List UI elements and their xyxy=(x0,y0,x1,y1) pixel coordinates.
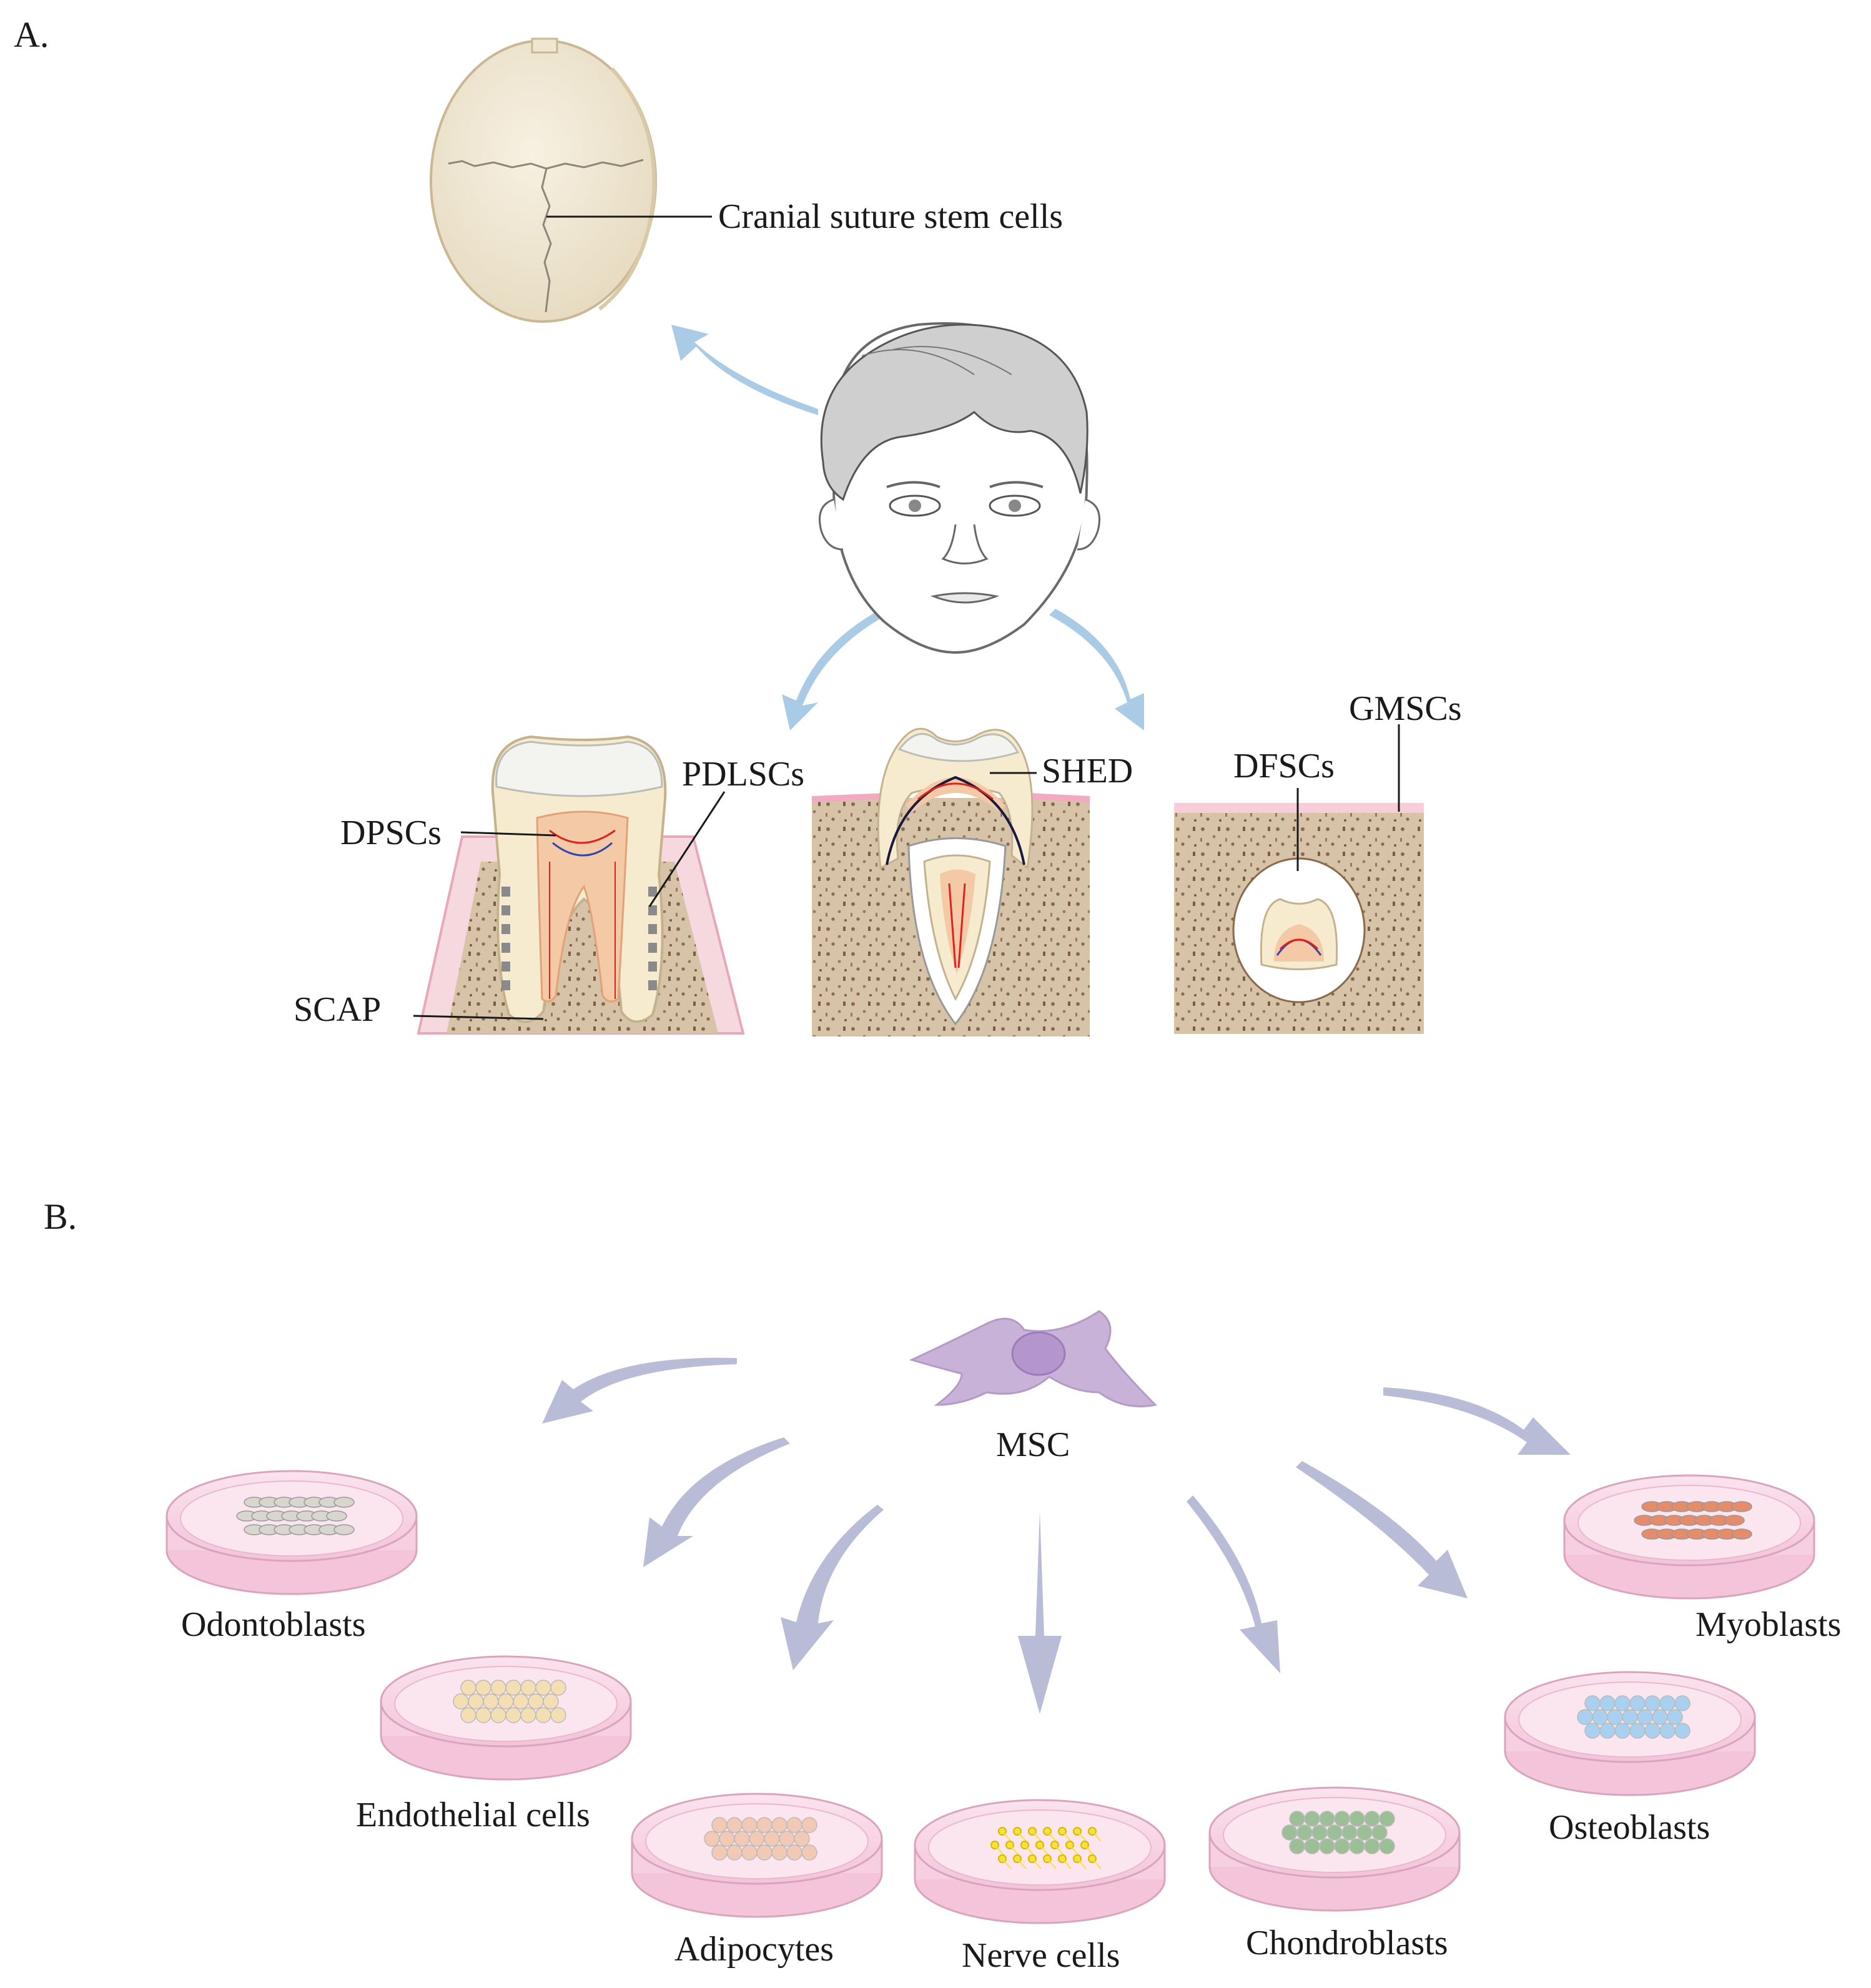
arrow-to-adipocytes xyxy=(781,1505,884,1670)
panel-a-label: A. xyxy=(14,14,49,55)
petri-dish-endothelial-cells: Endothelial cells xyxy=(356,1655,632,1834)
dfsc-label: DFSCs xyxy=(1233,747,1335,785)
arrow-to-endothelial xyxy=(643,1437,790,1567)
cell-cluster xyxy=(236,1497,355,1535)
gmsc-label: GMSCs xyxy=(1349,689,1462,728)
deciduous-tooth-illustration xyxy=(811,727,1090,1036)
dish-label-adipocytes: Adipocytes xyxy=(674,1930,834,1969)
cell-cluster xyxy=(990,1827,1102,1869)
cell-cluster xyxy=(1634,1501,1752,1540)
cell-cluster xyxy=(704,1817,817,1861)
scap-leader-line xyxy=(413,1015,544,1020)
arrow-to-nerve xyxy=(1018,1511,1062,1714)
petri-dish-myoblasts: Myoblasts xyxy=(1563,1474,1841,1644)
petri-dish-osteoblasts: Osteoblasts xyxy=(1504,1671,1756,1847)
dpsc-leader-line xyxy=(460,831,556,837)
arrow-to-chondroblasts xyxy=(1187,1495,1280,1673)
dish-label-osteoblasts: Osteoblasts xyxy=(1549,1808,1710,1847)
shed-label: SHED xyxy=(1042,752,1133,790)
dish-label-odontoblasts: Odontoblasts xyxy=(181,1605,366,1644)
panel-b-label: B. xyxy=(44,1196,77,1237)
dish-label-nerve-cells: Nerve cells xyxy=(962,1936,1120,1975)
petri-dish-adipocytes: Adipocytes xyxy=(631,1793,883,1969)
petri-dish-odontoblasts: Odontoblasts xyxy=(165,1470,418,1644)
msc-cell-illustration xyxy=(909,1310,1158,1407)
arrow-to-myoblasts xyxy=(1383,1387,1571,1455)
arrow-to-osteoblasts xyxy=(1296,1461,1468,1598)
cell-cluster xyxy=(1577,1695,1691,1739)
arrow-to-teeth-left xyxy=(782,609,887,731)
arrow-to-teeth-right xyxy=(1049,609,1144,731)
pdlsc-label: PDLSCs xyxy=(682,755,804,794)
dpsc-label: DPSCs xyxy=(340,814,442,852)
cell-cluster xyxy=(1281,1811,1395,1854)
cranial-suture-label: Cranial suture stem cells xyxy=(718,197,1063,236)
petri-dish-chondroblasts: Chondroblasts xyxy=(1208,1786,1461,1962)
dish-label-chondroblasts: Chondroblasts xyxy=(1246,1924,1448,1962)
arrow-to-skull xyxy=(671,325,818,415)
msc-label: MSC xyxy=(996,1425,1070,1464)
dish-label-endothelial-cells: Endothelial cells xyxy=(356,1796,590,1834)
pdlsc-leader-line xyxy=(648,791,726,907)
dish-label-myoblasts: Myoblasts xyxy=(1696,1605,1841,1644)
petri-dish-nerve-cells: Nerve cells xyxy=(914,1799,1166,1975)
arrow-to-odontoblasts xyxy=(542,1357,737,1424)
developing-tooth-illustration xyxy=(1174,803,1424,1034)
cell-cluster xyxy=(453,1680,566,1723)
child-face-illustration xyxy=(819,322,1100,654)
scap-label: SCAP xyxy=(294,990,381,1029)
skull-illustration xyxy=(430,37,657,323)
